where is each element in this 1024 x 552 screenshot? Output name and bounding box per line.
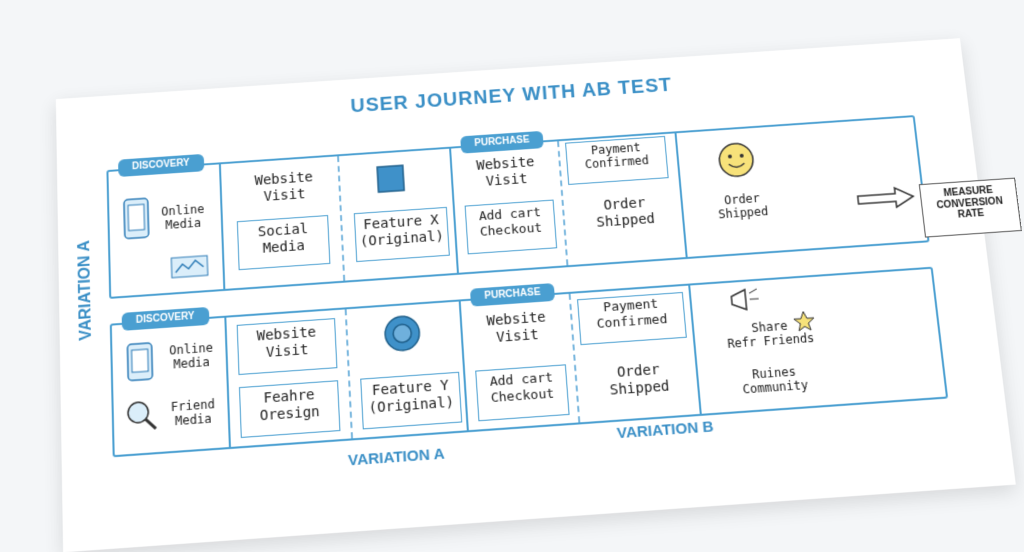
order-shipped-label: Order Shipped bbox=[595, 195, 656, 231]
feature-design-box: Feahre Oresign bbox=[238, 380, 341, 438]
payment-section-b: Payment Confirmed Order Shipped bbox=[570, 285, 702, 423]
website-visit-label: Website Visit bbox=[254, 169, 314, 205]
square-icon bbox=[375, 163, 406, 194]
add-cart-box-b: Add cart Checkout bbox=[475, 364, 570, 422]
outcome-section-b: Share Refr Friends Ruines Community bbox=[690, 269, 944, 414]
community-label: Ruines Community bbox=[742, 364, 809, 397]
target-icon bbox=[381, 312, 423, 355]
discovery-section: DISCOVERY Online Media bbox=[108, 153, 226, 297]
phone-icon bbox=[124, 341, 155, 383]
friend-media-label: Friend Media bbox=[170, 396, 216, 429]
payment-confirmed-box: Payment Confirmed bbox=[565, 135, 669, 185]
end-order-shipped-label: Order Shipped bbox=[717, 191, 769, 222]
feature-x-section: Feature X (Original) bbox=[339, 148, 459, 281]
feature-x-box: Feature X (Original) bbox=[353, 206, 450, 263]
purchase-section: PURCHASE Website Visit Add cart Checkout bbox=[451, 130, 569, 273]
purchase-website-visit-label-b: Website Visit bbox=[486, 309, 547, 346]
measure-conversion-label: MEASURE CONVERSION RATE bbox=[935, 185, 1004, 221]
online-media-label: Online Media bbox=[161, 202, 205, 233]
smiley-icon bbox=[713, 137, 760, 182]
chart-card-icon bbox=[171, 256, 209, 279]
measure-conversion-box: MEASURE CONVERSION RATE bbox=[918, 177, 1022, 238]
purchase-section-b: PURCHASE Website Visit Add cart Checkout bbox=[460, 283, 581, 431]
discovery-tag-b: DISCOVERY bbox=[121, 306, 210, 331]
magnifier-icon bbox=[124, 397, 159, 434]
diagram-sheet: USER JOURNEY WITH AB TEST VARIATION A DI… bbox=[55, 38, 1022, 552]
payment-confirmed-box-b: Payment Confirmed bbox=[577, 291, 687, 346]
phone-icon bbox=[121, 196, 152, 241]
website-visit-box: Website Visit bbox=[236, 318, 338, 376]
feature-y-section: Feature Y (Original) bbox=[346, 301, 469, 439]
website-visit-section: Website Visit Social Media bbox=[220, 156, 346, 289]
online-media-label-b: Online Media bbox=[169, 340, 214, 372]
star-icon bbox=[791, 309, 817, 335]
footer-variation-b: VARIATION B bbox=[616, 418, 715, 443]
feature-y-box: Feature Y (Original) bbox=[360, 371, 463, 430]
purchase-tag: PURCHASE bbox=[460, 130, 544, 154]
arrow-to-measure-icon bbox=[855, 185, 917, 212]
footer-variation-a: VARIATION A bbox=[347, 445, 446, 470]
order-shipped-label-b: Order Shipped bbox=[609, 361, 671, 399]
discovery-section-b: DISCOVERY Online Media Friend Media bbox=[111, 306, 231, 456]
outcome-section: Order Shipped bbox=[677, 117, 926, 257]
discovery-tag: DISCOVERY bbox=[118, 153, 204, 178]
side-variation-label: VARIATION A bbox=[76, 239, 96, 341]
variation-b-row: DISCOVERY Online Media Friend Media Webs… bbox=[109, 266, 949, 458]
megaphone-icon bbox=[726, 285, 763, 315]
add-cart-box: Add cart Checkout bbox=[464, 199, 558, 255]
purchase-website-visit-label: Website Visit bbox=[475, 154, 535, 190]
social-media-box: Social Media bbox=[236, 215, 331, 271]
website-visit-section-b: Website Visit Feahre Oresign bbox=[226, 309, 354, 447]
payment-section: Payment Confirmed Order Shipped bbox=[559, 133, 688, 266]
variation-a-row: DISCOVERY Online Media Website Visit Soc… bbox=[106, 115, 930, 299]
purchase-tag-b: PURCHASE bbox=[469, 283, 556, 307]
